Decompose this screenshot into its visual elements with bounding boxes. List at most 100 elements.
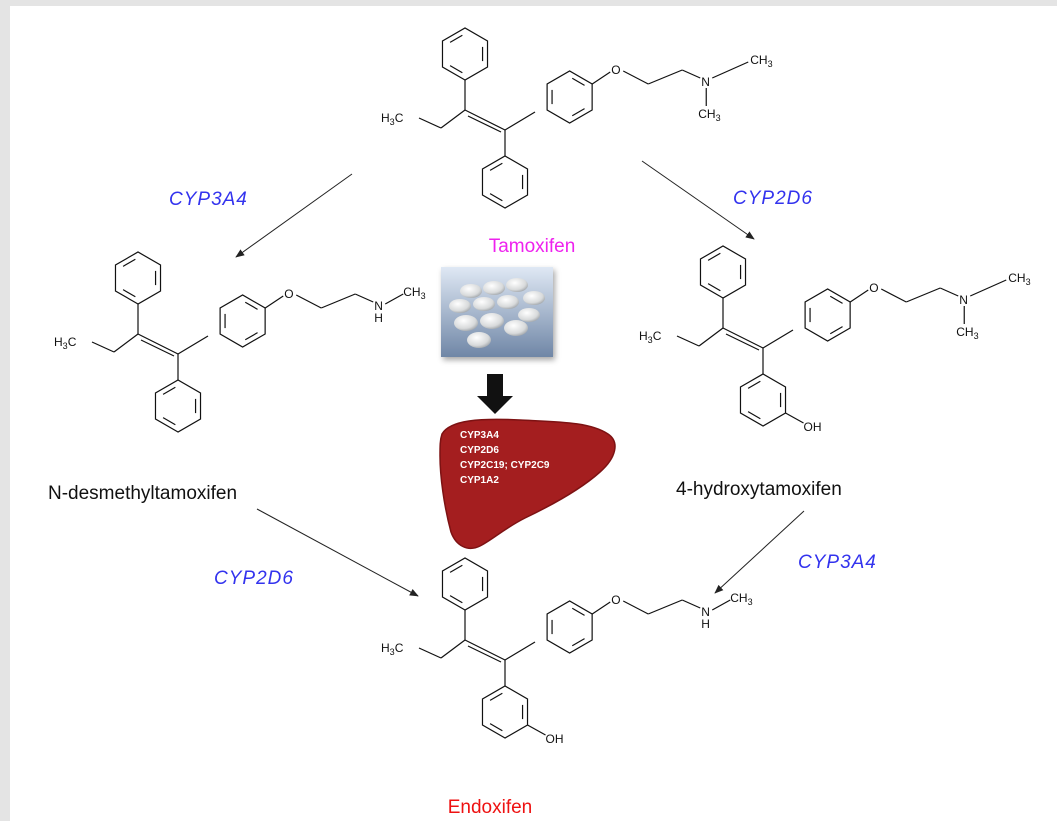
enzyme-label-cyp3a4-right: CYP3A4: [798, 552, 877, 573]
ch3-label: CH3: [730, 591, 752, 607]
double-bond: [464, 109, 506, 131]
oh-label: OH: [546, 732, 564, 746]
ethyl-bond: [698, 327, 724, 347]
enzyme-label-cyp3a4-left: CYP3A4: [169, 189, 248, 210]
ch3-label-a: CH3: [1008, 271, 1030, 287]
double-bond: [140, 339, 175, 357]
nitrogen-label: N: [959, 293, 968, 307]
ch3-label: CH3: [403, 285, 425, 301]
molecule-structures: H3CONCH3CH3H3CONHCH3H3COHONCH3CH3H3COHON…: [54, 27, 1031, 746]
bond: [762, 329, 794, 349]
ether-bond: [591, 601, 611, 615]
nh-hydrogen-label: H: [374, 311, 383, 325]
phenylene-ring: [804, 288, 851, 342]
oxygen-label: O: [611, 63, 620, 77]
chain-bond: [880, 288, 907, 303]
oxygen-label: O: [869, 281, 878, 295]
double-bond: [725, 333, 760, 351]
ether-bond: [591, 71, 611, 85]
oxygen-label: O: [284, 287, 293, 301]
n-desmethyltamoxifen-title: N-desmethyltamoxifen: [48, 483, 237, 504]
ch3-label-b: CH3: [956, 325, 978, 341]
down-arrow-icon: [477, 374, 513, 414]
ethyl-bond: [440, 639, 466, 659]
chain-bond: [648, 599, 683, 615]
chain-bond: [354, 293, 374, 303]
oh-bond: [527, 724, 546, 736]
tamoxifen-pills-image: [441, 267, 553, 357]
tamoxifen-title: Tamoxifen: [489, 236, 576, 257]
phenyl-ring-top: [441, 27, 489, 81]
double-bond: [722, 327, 764, 349]
phenylene-ring: [546, 600, 593, 654]
arrow-n-desmethyl-to-endoxifen: [256, 508, 419, 597]
methyl-bond: [384, 293, 404, 305]
nitrogen-label: N: [701, 75, 710, 89]
methyl-bond: [711, 61, 749, 79]
bond: [504, 111, 536, 131]
bond: [504, 641, 536, 661]
n-desmethyltamoxifen-structure: H3C O NH CH3: [54, 251, 426, 433]
liver-enzyme-2: CYP2D6: [460, 445, 499, 456]
nh-hydrogen-label: H: [701, 617, 710, 631]
chain-bond: [648, 69, 683, 85]
phenyl-ring-top: [441, 557, 489, 611]
ethyl-bond: [440, 109, 466, 129]
phenyl-ring-bottom: [481, 155, 529, 209]
hydroxytamoxifen-title: 4-hydroxytamoxifen: [676, 479, 842, 500]
nitrogen-label: N: [374, 299, 383, 313]
endoxifen-structure: H3C OH O NH CH3: [381, 557, 753, 746]
bond: [177, 335, 209, 355]
liver-enzyme-3: CYP2C19; CYP2C9: [460, 460, 550, 471]
h3c-label: H3C: [639, 329, 662, 345]
ch3-label-a: CH3: [750, 53, 772, 69]
enzyme-label-cyp2d6-right: CYP2D6: [733, 188, 813, 209]
methyl-bond: [711, 599, 731, 611]
h3c-label: H3C: [54, 335, 77, 351]
h3c-label: H3C: [381, 111, 404, 127]
double-bond: [464, 639, 506, 661]
phenyl-ring-bottom: [154, 379, 202, 433]
liver-enzyme-4: CYP1A2: [460, 475, 499, 486]
hydroxyphenyl-ring: [739, 373, 787, 427]
phenylene-ring: [546, 70, 593, 124]
ch3-label-b: CH3: [698, 107, 720, 123]
enzyme-label-cyp2d6-left: CYP2D6: [214, 568, 294, 589]
chain-bond: [321, 293, 356, 309]
arrow-hydroxy-to-endoxifen: [714, 510, 805, 594]
chain-bond: [939, 287, 959, 297]
chain-bond: [622, 600, 649, 615]
chain-bond: [906, 287, 941, 303]
metabolism-diagram: H3CONCH3CH3H3CONHCH3H3COHONCH3CH3H3COHON…: [48, 27, 1031, 818]
double-bond: [137, 333, 179, 355]
liver-enzyme-1: CYP3A4: [460, 430, 499, 441]
pill-icon: [449, 278, 545, 348]
liver-icon: [439, 418, 616, 550]
chain-bond: [681, 69, 701, 79]
ether-bond: [849, 289, 869, 303]
ethyl-bond: [91, 341, 115, 353]
ethyl-bond: [676, 335, 700, 347]
chain-bond: [622, 70, 649, 85]
ether-bond: [264, 295, 284, 309]
arrow-tamoxifen-to-n-desmethyl: [235, 173, 353, 258]
chain-bond: [295, 294, 322, 309]
phenyl-ring-top: [699, 245, 747, 299]
nitrogen-label: N: [701, 605, 710, 619]
endoxifen-title: Endoxifen: [448, 797, 533, 818]
methyl-bond: [969, 279, 1007, 297]
arrow-tamoxifen-to-hydroxy: [641, 160, 755, 240]
ethyl-bond: [418, 647, 442, 659]
double-bond: [467, 645, 502, 663]
oxygen-label: O: [611, 593, 620, 607]
chain-bond: [681, 599, 701, 609]
ethyl-bond: [113, 333, 139, 353]
ethyl-bond: [418, 117, 442, 129]
phenyl-ring-top: [114, 251, 162, 305]
hydroxyphenyl-ring: [481, 685, 529, 739]
phenylene-ring: [219, 294, 266, 348]
h3c-label: H3C: [381, 641, 404, 657]
